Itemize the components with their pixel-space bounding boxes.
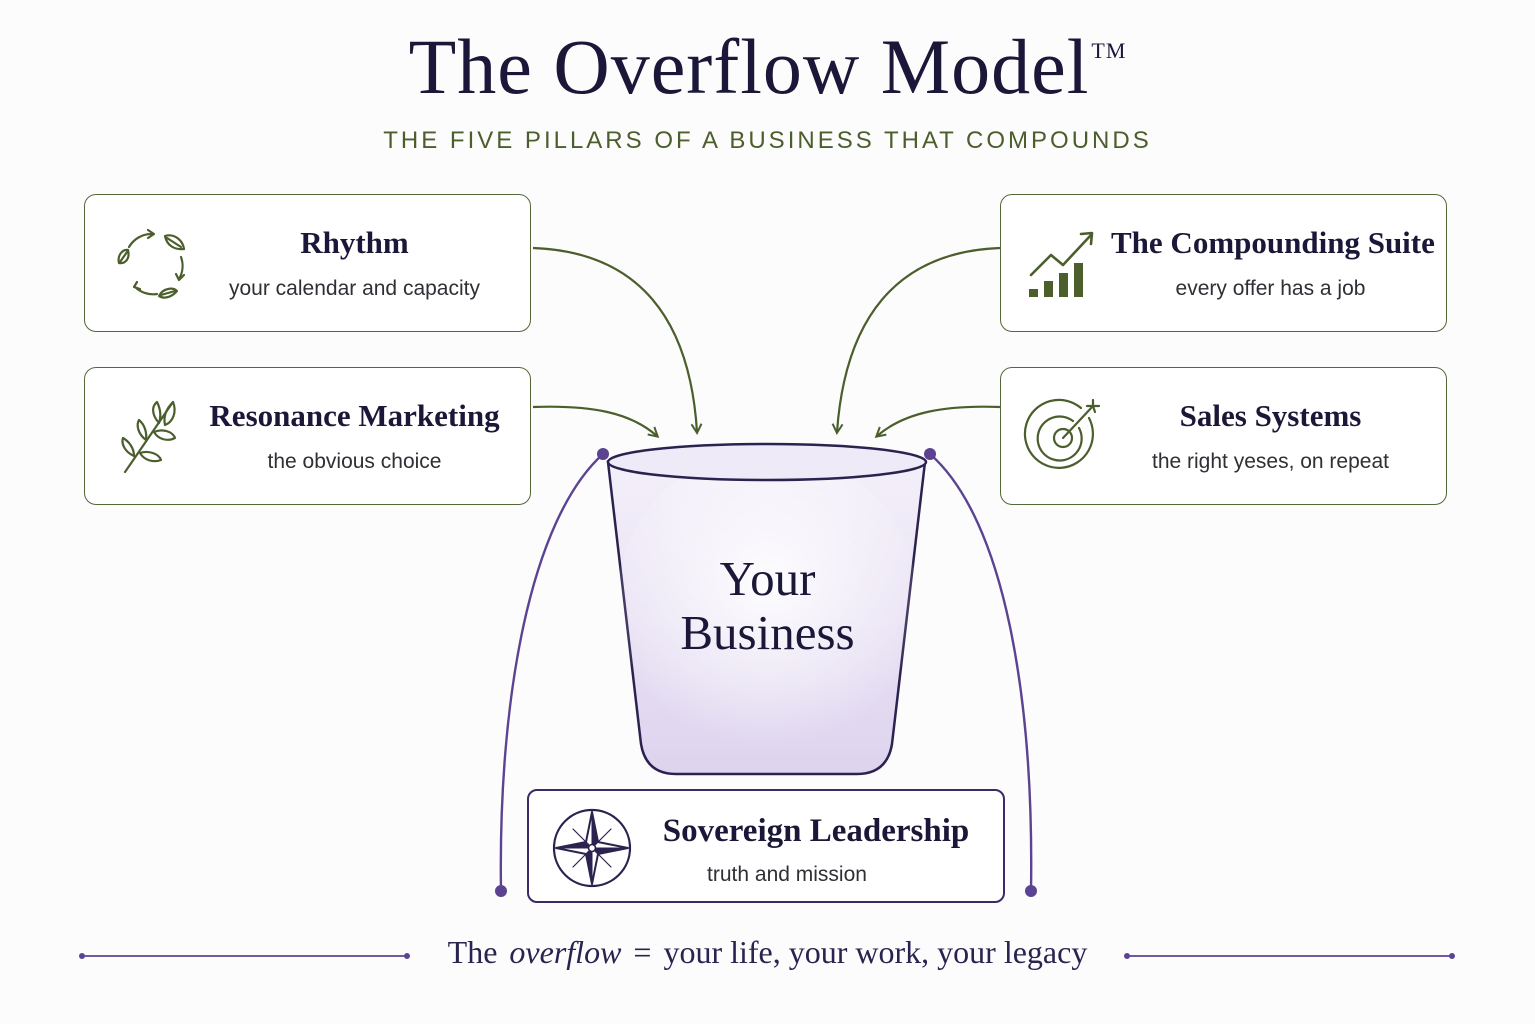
pillar-card-sovereign-leadership: Sovereign Leadership truth and mission	[527, 789, 1005, 903]
overflow-node-bottom-right	[1025, 885, 1037, 897]
pillar-subtitle-rhythm: your calendar and capacity	[229, 277, 480, 300]
overflow-curve-right	[929, 453, 1033, 892]
pillar-subtitle-sovereign-leadership: truth and mission	[707, 863, 867, 886]
tagline-suffix: your life, your work, your legacy	[663, 934, 1088, 970]
page-subtitle: THE FIVE PILLARS OF A BUSINESS THAT COMP…	[383, 127, 1152, 154]
pillar-subtitle-sales-systems: the right yeses, on repeat	[1152, 450, 1389, 473]
leaf-cycle-icon	[107, 219, 197, 309]
pillar-title-resonance-marketing: Resonance Marketing	[209, 398, 500, 433]
arrow-compounding	[837, 246, 1001, 432]
pillar-title-sales-systems: Sales Systems	[1179, 398, 1362, 433]
business-bucket	[606, 442, 928, 776]
footer-rule-right-dot-b	[1449, 953, 1455, 959]
overflow-node-top-right	[924, 448, 936, 460]
arrow-resonance	[532, 405, 657, 436]
footer-rule-right-dot-a	[1124, 953, 1130, 959]
title-text: The Overflow Model	[408, 23, 1090, 110]
center-label: Your Business	[610, 552, 925, 660]
pillar-card-rhythm: Rhythm your calendar and capacity	[84, 194, 531, 332]
arrow-rhythm	[532, 246, 697, 432]
pillar-title-rhythm: Rhythm	[300, 225, 409, 260]
footer-rule-left-dot-b	[404, 953, 410, 959]
pillar-title-compounding-suite: The Compounding Suite	[1111, 225, 1435, 260]
pillar-card-resonance-marketing: Resonance Marketing the obvious choice	[84, 367, 531, 505]
tagline-emphasis: overflow	[509, 934, 622, 970]
overflow-curve-left	[499, 453, 604, 892]
page-title: The Overflow ModelTM	[0, 22, 1535, 112]
overflow-node-bottom-left	[495, 885, 507, 897]
trademark-mark: TM	[1091, 38, 1127, 63]
overflow-node-top-left	[597, 448, 609, 460]
pillar-card-sales-systems: Sales Systems the right yeses, on repeat	[1000, 367, 1447, 505]
tagline-prefix: The	[447, 934, 498, 970]
arrow-sales	[877, 405, 1001, 436]
footer-rule-left-dot-a	[79, 953, 85, 959]
sprig-icon	[107, 392, 197, 482]
compass-star-icon	[549, 805, 635, 891]
center-label-line-2: Business	[680, 605, 855, 660]
center-label-line-1: Your	[719, 551, 816, 606]
pillar-title-sovereign-leadership: Sovereign Leadership	[662, 813, 970, 849]
pillar-subtitle-resonance-marketing: the obvious choice	[267, 450, 442, 473]
pillar-subtitle-compounding-suite: every offer has a job	[1175, 277, 1366, 300]
target-icon	[1023, 392, 1113, 482]
tagline-equals: =	[633, 934, 652, 970]
footer-tagline: The overflow = your life, your work, your l…	[0, 934, 1535, 971]
growth-chart-icon	[1023, 219, 1113, 309]
pillar-card-compounding-suite: The Compounding Suite every offer has a …	[1000, 194, 1447, 332]
